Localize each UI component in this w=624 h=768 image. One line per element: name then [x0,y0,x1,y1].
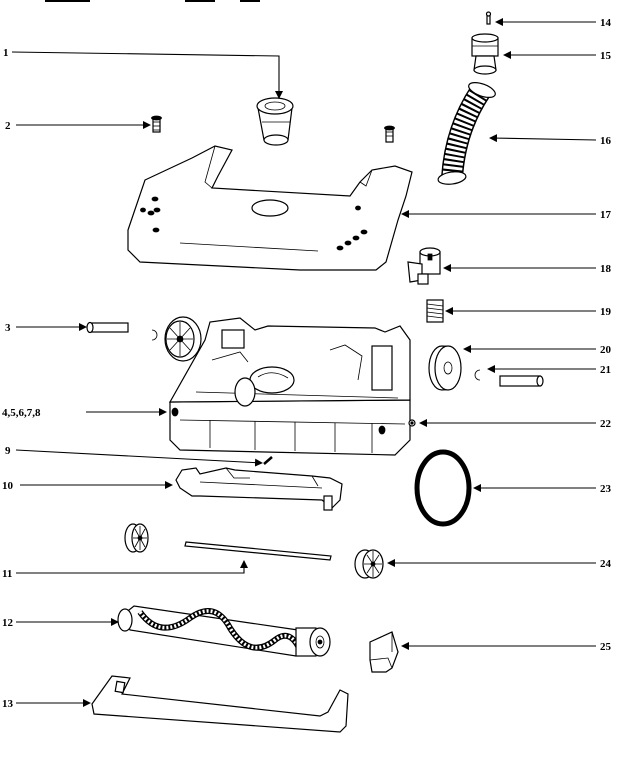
callout-13: 13 [2,698,14,710]
callout-18: 18 [600,263,612,275]
part-bumper-strip [91,675,349,733]
part-shaft [184,541,332,561]
callout-12: 12 [2,617,14,629]
part-bracket-clip [369,631,399,673]
hood-vents-left [140,196,161,233]
callout-11: 11 [2,568,12,580]
callout-23: 23 [600,483,612,495]
callout-19: 19 [600,306,612,318]
part-brush-roll [117,605,331,657]
part-clip-left [151,329,158,341]
part-hose-adapter [256,97,294,146]
part-swivel-coupling [471,33,499,75]
part-rear-wheel [428,345,462,391]
part-spring [426,299,444,323]
part-screw-left [151,115,162,133]
part-screw-right [384,125,395,143]
callout-20: 20 [600,344,612,356]
callout-9: 9 [5,445,11,457]
part-belt [414,449,472,527]
part-pin [485,11,492,25]
callout-16: 16 [600,135,612,147]
hood-vents-right [336,205,368,251]
part-end-cap-right [354,549,384,579]
part-small-pin [263,456,273,465]
callout-2: 2 [5,120,11,132]
part-switch [407,247,441,285]
callout-4-8: 4,5,6,7,8 [2,407,41,419]
callout-1: 1 [3,47,9,59]
part-wheel-left [164,316,202,362]
callout-10: 10 [2,480,14,492]
callout-25: 25 [600,641,612,653]
part-small-screw [408,419,416,427]
part-hood-cover [127,145,413,271]
callout-21: 21 [600,364,611,376]
part-axle-right [499,375,544,387]
callout-17: 17 [600,209,612,221]
part-end-cap-left [124,523,149,553]
callout-14: 14 [600,17,612,29]
callout-24: 24 [600,558,612,570]
leader-lines [11,18,597,707]
part-bottom-bracket [175,467,343,511]
callout-15: 15 [600,50,612,62]
part-clip-right [474,369,481,381]
part-hose [437,82,496,185]
callout-3: 3 [5,322,11,334]
part-base-housing [168,317,411,456]
callout-22: 22 [600,418,612,430]
part-axle-left [86,321,129,334]
callout-labels: 1 2 3 4,5,6,7,8 9 10 11 12 13 14 15 16 1… [2,17,612,710]
